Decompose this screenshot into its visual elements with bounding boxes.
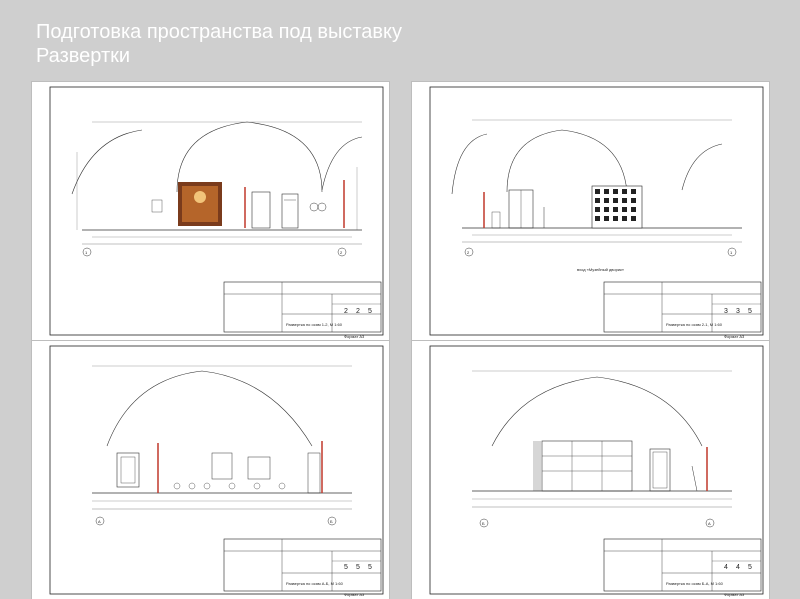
stamp-cell-1: 3 xyxy=(724,308,728,315)
axis-label-start: Б xyxy=(482,521,485,526)
sheet-caption: Развертка по осям 2-1, М 1:60 xyxy=(666,322,722,327)
sheet-caption: Развертка по осям А-Б, М 1:60 xyxy=(286,581,343,586)
stamp-cell-3: 5 xyxy=(748,308,752,315)
stamp-cell-1: 4 xyxy=(724,564,728,571)
sheet-caption: Развертка по осям Б-А, М 1:60 xyxy=(666,581,723,586)
drawing-sheet-4: Б А 4 4 5 Развертка по осям Б-А, М 1:60 … xyxy=(412,341,769,599)
page-title: Подготовка пространства под выставку Раз… xyxy=(36,20,402,68)
stamp-cell-1: 2 xyxy=(344,308,348,315)
sheet-format: Формат А3 xyxy=(724,334,745,339)
drawing-sheet-2-graphic xyxy=(429,86,764,336)
stamp-cell-3: 5 xyxy=(748,564,752,571)
axis-label-start: 1 xyxy=(85,250,88,255)
drawing-sheet-3: А Б 5 5 5 Развертка по осям А-Б, М 1:60 … xyxy=(32,341,389,599)
axis-label-end: А xyxy=(708,521,711,526)
page-title-line-2: Развертки xyxy=(36,45,131,67)
drawing-sheet-2: 2 1 вход «Музейный дворик» 3 3 5 Разверт… xyxy=(412,82,769,340)
axis-label-end: 1 xyxy=(730,250,733,255)
sheet-format: Формат А3 xyxy=(344,334,365,339)
drawing-sheet-1-graphic xyxy=(49,86,384,336)
drawing-sheet-1: 1 2 2 2 5 Развертка по осям 1-2, М 1:60 … xyxy=(32,82,389,340)
stamp-cell-2: 2 xyxy=(356,308,360,315)
page-title-line-1: Подготовка пространства под выставку xyxy=(36,21,402,43)
sheet-note: вход «Музейный дворик» xyxy=(577,267,625,272)
drawing-sheet-3-graphic xyxy=(49,345,384,595)
sheet-format: Формат А3 xyxy=(724,592,745,597)
stamp-cell-2: 5 xyxy=(356,564,360,571)
sheet-caption: Развертка по осям 1-2, М 1:60 xyxy=(286,322,342,327)
sheet-format: Формат А3 xyxy=(344,592,365,597)
stamp-cell-2: 4 xyxy=(736,564,740,571)
stamp-cell-1: 5 xyxy=(344,564,348,571)
axis-label-start: А xyxy=(98,519,101,524)
axis-label-end: 2 xyxy=(340,250,343,255)
axis-label-end: Б xyxy=(330,519,333,524)
stamp-cell-3: 5 xyxy=(368,564,372,571)
drawing-sheet-4-graphic xyxy=(429,345,764,595)
stamp-cell-3: 5 xyxy=(368,308,372,315)
stamp-cell-2: 3 xyxy=(736,308,740,315)
axis-label-start: 2 xyxy=(467,250,470,255)
